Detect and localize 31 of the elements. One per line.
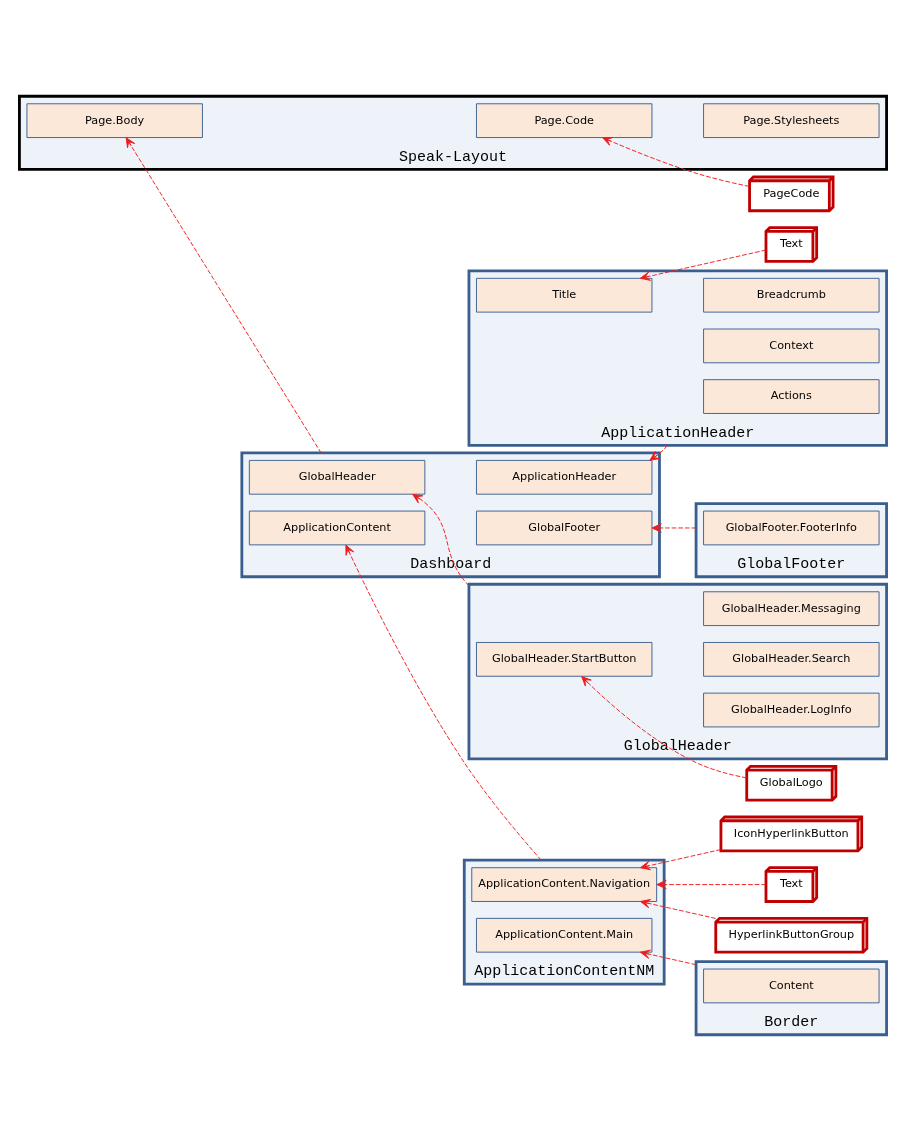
node-box: Page.Code <box>476 103 653 138</box>
node-box: Title <box>476 277 653 313</box>
node-box: ApplicationContent.Navigation <box>471 867 658 902</box>
node-box: GlobalHeader.Search <box>703 642 880 677</box>
node-box: Actions <box>703 379 880 414</box>
node-box: GlobalHeader <box>248 459 426 495</box>
arrow <box>412 493 470 587</box>
arrow <box>651 523 697 533</box>
arrow <box>639 899 717 919</box>
node-box: GlobalHeader.StartButton <box>476 642 653 677</box>
node-box: ApplicationContent.Main <box>476 917 653 953</box>
arrow <box>602 137 750 187</box>
arrow <box>345 544 542 861</box>
arrow <box>639 949 697 966</box>
node-box: GlobalFooter.FooterInfo <box>703 510 880 546</box>
node-box: ApplicationHeader <box>476 459 653 495</box>
node-box: Page.Body <box>26 103 203 138</box>
node-box: GlobalHeader.Messaging <box>703 591 880 627</box>
arrow <box>639 249 767 281</box>
node-box: Content <box>703 968 880 1004</box>
arrow <box>125 137 322 454</box>
arrow <box>639 849 722 871</box>
node-box: ApplicationContent <box>248 510 426 546</box>
node-box: Context <box>703 328 880 364</box>
node-box: GlobalHeader.LogInfo <box>703 692 880 728</box>
arrow <box>656 879 767 890</box>
node-box: GlobalFooter <box>476 510 653 546</box>
node-box: Page.Stylesheets <box>703 103 880 138</box>
node-box: Breadcrumb <box>703 277 880 313</box>
arrow <box>581 676 747 779</box>
arrow <box>649 444 668 461</box>
